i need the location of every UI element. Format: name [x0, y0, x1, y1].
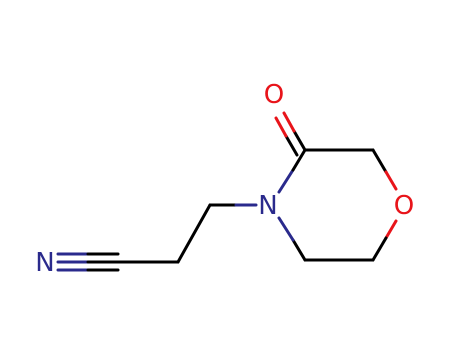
- bond-carbonyl-1b: [282, 111, 296, 133]
- bond-n-c-carbonyl-a: [277, 168, 295, 194]
- bond-n-c-carbonyl-b: [291, 148, 307, 172]
- bond-carbonyl-2b: [274, 116, 288, 138]
- double-bond-carbonyl: [274, 111, 307, 157]
- bond-c-c-chain-2: [176, 203, 212, 264]
- bond-o-c-ring-bottom-a: [384, 219, 398, 240]
- atom-label-ring-n: N: [258, 191, 277, 221]
- bond-c-n-ring-bottom-b: [277, 216, 295, 242]
- bond-o-c-ring-bottom-b: [371, 236, 388, 262]
- bond-c-o-ring-top-a: [371, 148, 388, 174]
- atom-label-carbonyl-o: O: [264, 80, 284, 110]
- bond-c-o-ring-top-b: [384, 170, 398, 191]
- atom-label-nitrile-n: N: [35, 248, 54, 278]
- atom-label-ring-o: O: [394, 191, 414, 221]
- triple-bond-nitrile: [56, 252, 120, 272]
- bond-carbonyl-2a: [284, 134, 299, 157]
- bond-c-n-ring-bottom-a: [291, 238, 307, 262]
- bond-carbonyl-1a: [292, 129, 307, 152]
